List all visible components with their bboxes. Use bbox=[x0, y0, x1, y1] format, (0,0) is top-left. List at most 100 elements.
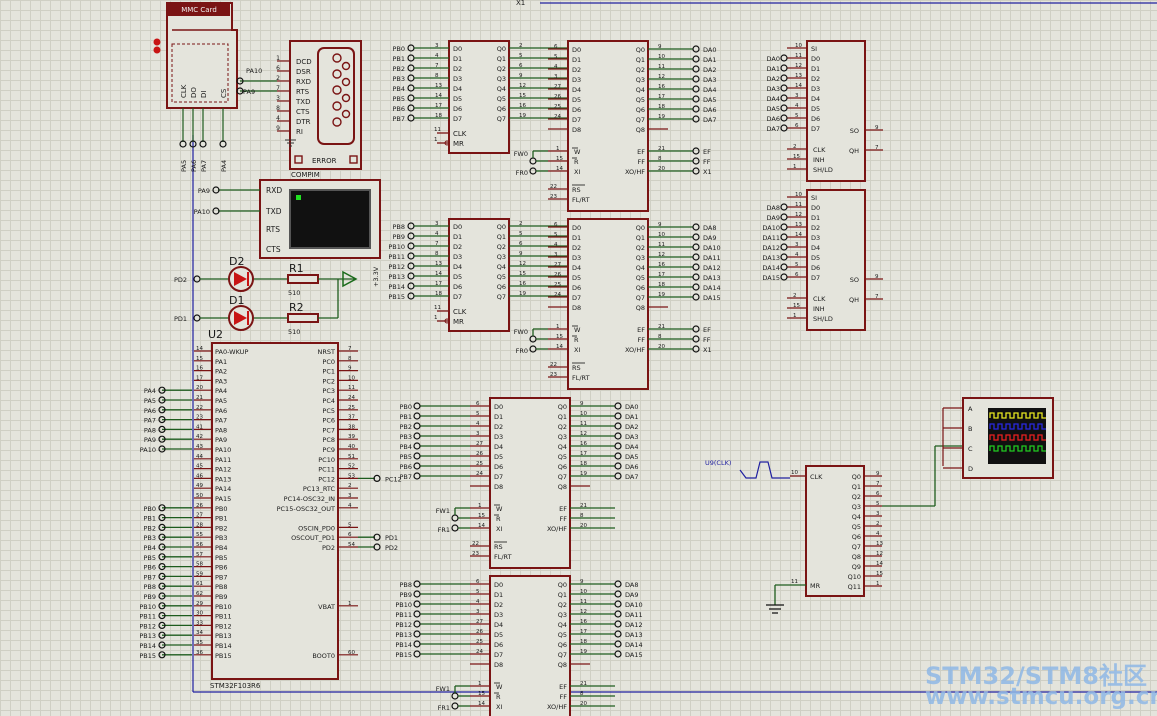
compim-pin-label: CTS bbox=[296, 108, 310, 116]
mcu-pin-number: 5 bbox=[348, 522, 352, 528]
pin-number: 5 bbox=[476, 589, 480, 595]
compim-pin-number: 4 bbox=[276, 115, 280, 122]
mcu-net-label: PB8 bbox=[143, 583, 156, 591]
net-label: PB1 bbox=[399, 413, 412, 421]
pin-label: D5 bbox=[572, 96, 581, 104]
pin-number: 4 bbox=[795, 103, 799, 109]
pin-label: D0 bbox=[453, 45, 462, 53]
compim-pin-label: RXD bbox=[296, 78, 311, 86]
terminal-icon bbox=[451, 692, 459, 700]
mcu-pin-label: PB9 bbox=[215, 593, 228, 601]
terminal-icon bbox=[407, 114, 415, 122]
net-label: DA13 bbox=[703, 274, 721, 282]
pin-label: Q4 bbox=[558, 443, 567, 451]
pin-label: Q8 bbox=[852, 553, 861, 561]
pin-label: D7 bbox=[572, 116, 581, 124]
mcu-pin-number: 4 bbox=[348, 503, 352, 509]
latch-2-body[interactable] bbox=[448, 218, 510, 332]
pin-label: CLK bbox=[813, 146, 826, 154]
mcu-pin-number: 60 bbox=[348, 650, 355, 656]
mcu-pin-number: 3 bbox=[348, 493, 352, 499]
pin-number: 5 bbox=[795, 262, 799, 268]
net-label: DA0 bbox=[703, 46, 716, 54]
net-label: DA6 bbox=[625, 463, 638, 471]
mcu-body[interactable] bbox=[211, 342, 339, 680]
pin-label: D5 bbox=[494, 453, 503, 461]
net-label: DA9 bbox=[625, 591, 638, 599]
terminal-icon bbox=[614, 432, 622, 440]
resistor-body[interactable] bbox=[287, 313, 319, 323]
mcu-pin-label: PC0 bbox=[322, 358, 335, 366]
shiftreg-2-body[interactable] bbox=[806, 189, 866, 331]
mcu-pin-number: 24 bbox=[348, 395, 355, 401]
pin-number: 22 bbox=[550, 184, 557, 190]
pin-label: D0 bbox=[811, 55, 820, 63]
pin-label: Q7 bbox=[497, 293, 506, 301]
terminal-icon bbox=[407, 64, 415, 72]
shiftreg-1-body[interactable] bbox=[806, 40, 866, 182]
pin-label: D8 bbox=[494, 483, 503, 491]
pin-label: Q5 bbox=[852, 523, 861, 531]
pin-number: 10 bbox=[795, 192, 802, 198]
mcu-terminal-icon bbox=[373, 474, 381, 482]
pin-number: 15 bbox=[519, 271, 526, 277]
terminal-icon bbox=[614, 412, 622, 420]
resistor-body[interactable] bbox=[287, 274, 319, 284]
terminal-icon bbox=[692, 263, 700, 271]
mcu-terminal-icon bbox=[158, 572, 166, 581]
compim-net-label: PA10 bbox=[246, 67, 262, 75]
pin-label: Q3 bbox=[558, 611, 567, 619]
pin-label: D1 bbox=[453, 233, 462, 241]
fifo-4-body[interactable] bbox=[489, 575, 571, 716]
mcu-pin-number: 44 bbox=[196, 454, 203, 460]
pin-number: 11 bbox=[658, 242, 665, 248]
terminal-icon bbox=[614, 462, 622, 470]
pin-number: 15 bbox=[793, 303, 800, 309]
pin-number: 19 bbox=[658, 114, 665, 120]
pin-number: 14 bbox=[435, 271, 442, 277]
net-label: DA1 bbox=[703, 56, 716, 64]
pin-number: 12 bbox=[580, 431, 587, 437]
terminal-icon bbox=[413, 442, 421, 450]
mcu-pin-number: 9 bbox=[348, 366, 352, 372]
pin-number: 5 bbox=[476, 411, 480, 417]
compim-pin-label: DSR bbox=[296, 68, 311, 76]
mcu-net-label: PA5 bbox=[144, 397, 156, 405]
pin-number: 3 bbox=[795, 93, 799, 99]
pin-number: 11 bbox=[580, 599, 587, 605]
net-label: PB5 bbox=[399, 453, 412, 461]
pin-number: 3 bbox=[435, 221, 439, 227]
pin-number: 19 bbox=[519, 113, 526, 119]
compim-pin-label: RTS bbox=[296, 88, 310, 96]
mcu-pin-label: VBAT bbox=[318, 603, 335, 611]
pin-label: W bbox=[574, 326, 581, 334]
mcu-pin-number: 52 bbox=[348, 464, 355, 470]
mcu-terminal-icon bbox=[373, 543, 381, 551]
mcu-pin-number: 40 bbox=[348, 444, 355, 450]
mcu-terminal-icon bbox=[158, 553, 166, 561]
fifo-3-body[interactable] bbox=[489, 397, 571, 569]
pin-label: SO bbox=[850, 127, 859, 135]
mcu-net-label: PB3 bbox=[143, 534, 156, 542]
terminal-icon bbox=[780, 223, 788, 231]
pin-label: Q5 bbox=[558, 453, 567, 461]
pin-number: 9 bbox=[519, 251, 523, 257]
compim-body[interactable] bbox=[289, 40, 362, 170]
fifo-1-body[interactable] bbox=[567, 40, 649, 212]
mcu-terminal-icon bbox=[158, 386, 166, 394]
mcu-pin-label: PB11 bbox=[215, 613, 232, 621]
mcu-pin-label: PA5 bbox=[215, 397, 227, 405]
pin-number: 8 bbox=[435, 251, 439, 257]
pin-number: 12 bbox=[795, 212, 802, 218]
mcu-terminal-icon bbox=[158, 543, 166, 551]
terminal-icon bbox=[614, 402, 622, 410]
terminal-icon bbox=[692, 335, 700, 343]
db9-pin-icon bbox=[332, 85, 342, 95]
pin-number: 5 bbox=[554, 54, 558, 60]
latch-1-body[interactable] bbox=[448, 40, 510, 154]
counter-body[interactable] bbox=[805, 465, 865, 597]
mcu-pin-label: PC8 bbox=[322, 436, 335, 444]
compim-name: COMPIM bbox=[291, 171, 320, 179]
power-arrow-icon bbox=[342, 270, 358, 288]
fifo-2-body[interactable] bbox=[567, 218, 649, 390]
